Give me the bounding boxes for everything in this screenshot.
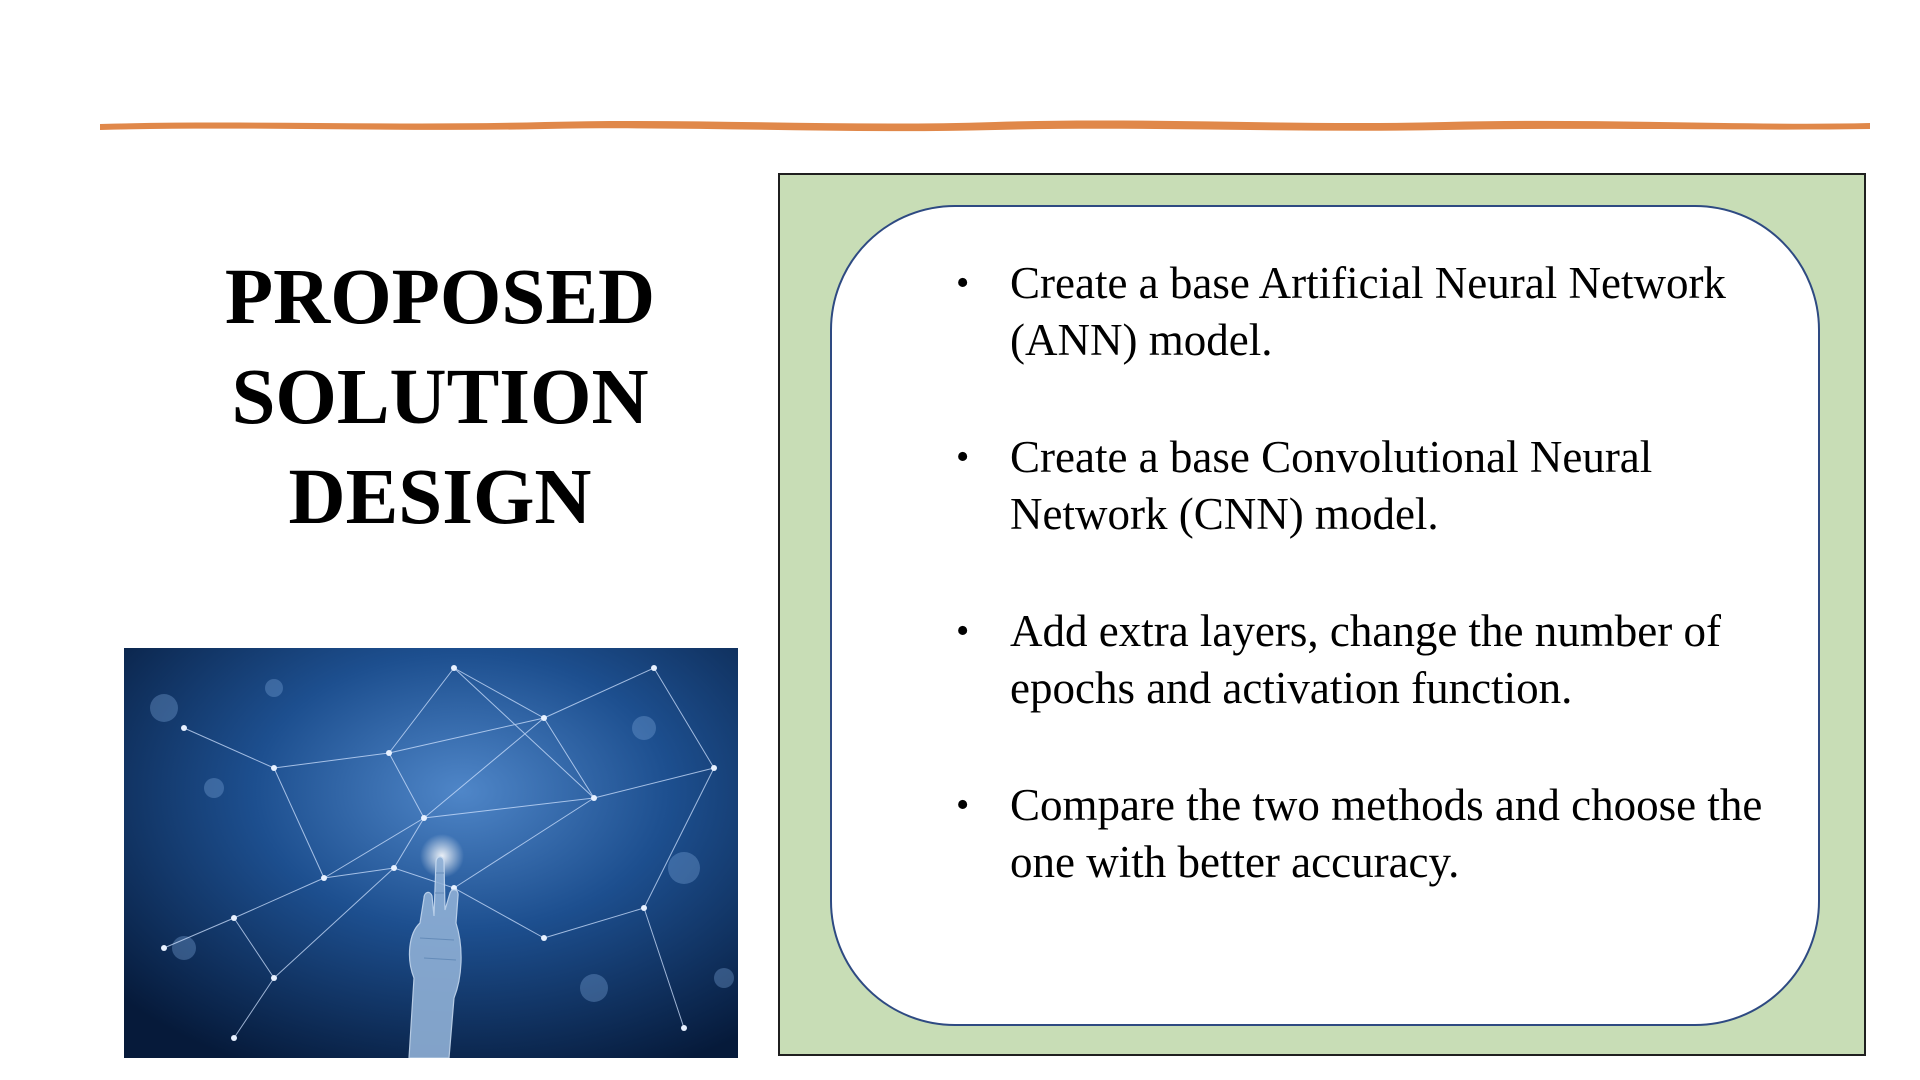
list-item: • Compare the two methods and choose the… bbox=[832, 777, 1818, 891]
bullet-text: Create a base Artificial Neural Network … bbox=[1010, 258, 1726, 365]
title-line-1: PROPOSED bbox=[224, 254, 656, 341]
list-item: • Create a base Artificial Neural Networ… bbox=[832, 255, 1818, 369]
slide-title: PROPOSED SOLUTION DESIGN bbox=[120, 248, 760, 548]
bullet-text: Create a base Convolutional Neural Netwo… bbox=[1010, 432, 1653, 539]
bullet-list: • Create a base Artificial Neural Networ… bbox=[832, 255, 1818, 951]
bullet-dot: • bbox=[956, 262, 970, 304]
bullet-dot: • bbox=[956, 610, 970, 652]
bullet-text: Add extra layers, change the number of e… bbox=[1010, 606, 1721, 713]
bullet-text: Compare the two methods and choose the o… bbox=[1010, 780, 1763, 887]
bullet-dot: • bbox=[956, 784, 970, 826]
title-line-2: SOLUTION bbox=[231, 354, 649, 441]
neural-network-hand-image bbox=[124, 648, 738, 1058]
orange-accent-line bbox=[100, 120, 1870, 132]
list-item: • Create a base Convolutional Neural Net… bbox=[832, 429, 1818, 543]
bullet-card: • Create a base Artificial Neural Networ… bbox=[830, 205, 1820, 1026]
list-item: • Add extra layers, change the number of… bbox=[832, 603, 1818, 717]
ai-neural-network-hand-icon bbox=[124, 648, 738, 1058]
title-line-3: DESIGN bbox=[288, 454, 592, 541]
content-panel: • Create a base Artificial Neural Networ… bbox=[778, 173, 1866, 1056]
bullet-dot: • bbox=[956, 436, 970, 478]
